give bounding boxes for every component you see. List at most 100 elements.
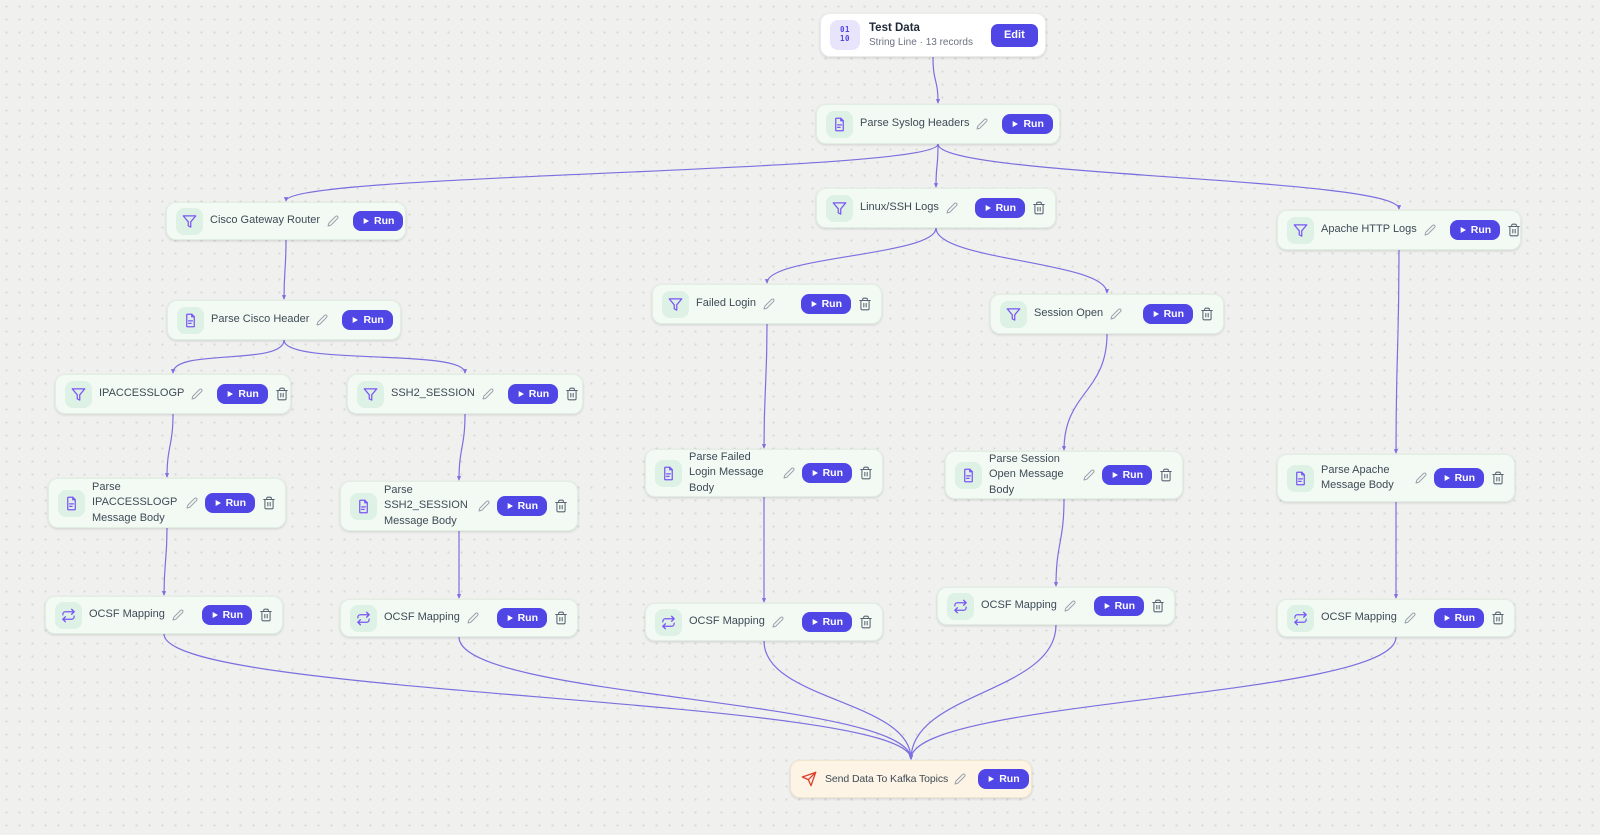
run-button[interactable]: Run xyxy=(201,604,252,626)
trash-icon[interactable] xyxy=(1159,468,1173,482)
node-parse-ssh2-session-message-body[interactable]: Parse SSH2_SESSION Message Body Run xyxy=(340,481,578,531)
trash-icon[interactable] xyxy=(1151,599,1165,613)
trash-icon[interactable] xyxy=(1491,611,1505,625)
trash-icon[interactable] xyxy=(859,615,873,629)
run-button[interactable]: Run xyxy=(496,495,547,517)
node-parse-syslog-headers[interactable]: Parse Syslog Headers Run xyxy=(816,104,1060,144)
edge-linux-ssh-logs-to-session-open xyxy=(935,227,1110,294)
filter-icon xyxy=(662,290,689,318)
run-button[interactable]: Run xyxy=(1449,219,1501,241)
edit-pencil-icon[interactable] xyxy=(482,388,494,400)
edit-pencil-icon[interactable] xyxy=(1404,612,1416,624)
run-button[interactable]: Run xyxy=(1002,113,1053,135)
play-icon xyxy=(1444,615,1450,621)
run-button[interactable]: Run xyxy=(1433,607,1484,629)
node-parse-failed-login-message-body[interactable]: Parse Failed Login Message Body Run xyxy=(645,449,883,497)
node-ocsf-mapping-2[interactable]: OCSF Mapping Run xyxy=(340,599,578,637)
node-ipaccesslogp[interactable]: IPACCESSLOGP Run xyxy=(55,374,291,414)
node-parse-apache-message-body[interactable]: Parse Apache Message Body Run xyxy=(1277,454,1515,502)
play-icon xyxy=(215,500,221,506)
node-ocsf-mapping-1[interactable]: OCSF Mapping Run xyxy=(45,596,283,634)
run-button-label: Run xyxy=(1023,117,1044,130)
run-button[interactable]: Run xyxy=(1093,595,1144,617)
node-ssh2-session[interactable]: SSH2_SESSION Run xyxy=(347,374,583,414)
edit-pencil-icon[interactable] xyxy=(1110,308,1122,320)
run-button-label: Run xyxy=(1114,599,1135,612)
trash-icon[interactable] xyxy=(1032,201,1046,215)
edit-pencil-icon[interactable] xyxy=(467,612,479,624)
run-button[interactable]: Run xyxy=(507,383,559,405)
edit-pencil-icon[interactable] xyxy=(1083,469,1095,481)
trash-icon[interactable] xyxy=(858,297,872,311)
node-cisco-gateway-router[interactable]: Cisco Gateway Router Run xyxy=(166,202,406,240)
run-button[interactable]: Run xyxy=(353,210,404,232)
trash-icon[interactable] xyxy=(859,466,873,480)
trash-icon[interactable] xyxy=(565,387,579,401)
play-icon xyxy=(1104,603,1110,609)
edit-pencil-icon[interactable] xyxy=(186,497,198,509)
run-button[interactable]: Run xyxy=(1101,464,1152,486)
trash-icon[interactable] xyxy=(1507,223,1520,237)
edit-pencil-icon[interactable] xyxy=(1424,224,1436,236)
trash-icon[interactable] xyxy=(259,608,273,622)
edit-pencil-icon[interactable] xyxy=(976,118,988,130)
play-icon xyxy=(812,470,818,476)
play-icon xyxy=(212,612,218,618)
node-apache-http-logs[interactable]: Apache HTTP Logs Run xyxy=(1277,210,1521,250)
edit-pencil-icon[interactable] xyxy=(316,314,328,326)
edit-pencil-icon[interactable] xyxy=(1415,472,1427,484)
edit-pencil-icon[interactable] xyxy=(783,467,795,479)
run-button[interactable]: Run xyxy=(801,462,852,484)
repeat-icon xyxy=(947,592,974,620)
node-ocsf-mapping-4[interactable]: OCSF Mapping Run xyxy=(937,587,1175,625)
run-button-label: Run xyxy=(999,772,1020,785)
run-button[interactable]: Run xyxy=(1433,467,1484,489)
edit-pencil-icon[interactable] xyxy=(172,609,184,621)
trash-icon[interactable] xyxy=(262,496,276,510)
node-label: OCSF Mapping xyxy=(384,611,460,624)
node-label: OCSF Mapping xyxy=(89,608,165,621)
edit-pencil-icon[interactable] xyxy=(1064,600,1076,612)
node-label: OCSF Mapping xyxy=(981,599,1057,612)
edit-pencil-icon[interactable] xyxy=(954,773,966,785)
run-button-label: Run xyxy=(517,499,538,512)
run-button-label: Run xyxy=(1163,307,1184,320)
run-button[interactable]: Run xyxy=(204,492,255,514)
node-session-open[interactable]: Session Open Run xyxy=(990,294,1224,334)
trash-icon[interactable] xyxy=(400,313,401,327)
trash-icon[interactable] xyxy=(1491,471,1505,485)
trash-icon[interactable] xyxy=(554,499,568,513)
run-button-label: Run xyxy=(238,387,259,400)
node-ocsf-mapping-5[interactable]: OCSF Mapping Run xyxy=(1277,599,1515,637)
trash-icon[interactable] xyxy=(275,387,289,401)
run-button[interactable]: Run xyxy=(1142,303,1193,325)
node-label: Parse Syslog Headers xyxy=(860,117,970,130)
node-failed-login[interactable]: Failed Login Run xyxy=(652,284,882,324)
node-parse-cisco-header[interactable]: Parse Cisco Header Run xyxy=(167,300,401,340)
node-title: Test Data xyxy=(869,22,920,34)
edit-pencil-icon[interactable] xyxy=(763,298,775,310)
run-button[interactable]: Run xyxy=(496,607,547,629)
edit-pencil-icon[interactable] xyxy=(772,616,784,628)
edit-pencil-icon[interactable] xyxy=(946,202,958,214)
run-button[interactable]: Run xyxy=(974,197,1025,219)
node-ocsf-mapping-3[interactable]: OCSF Mapping Run xyxy=(645,603,883,641)
trash-icon[interactable] xyxy=(1200,307,1214,321)
run-button[interactable]: Run xyxy=(801,611,852,633)
edit-button[interactable]: Edit xyxy=(990,23,1038,47)
run-button[interactable]: Run xyxy=(217,383,268,405)
run-button[interactable]: Run xyxy=(978,768,1029,790)
edit-pencil-icon[interactable] xyxy=(191,388,203,400)
node-parse-ipaccesslogp-message-body[interactable]: Parse IPACCESSLOGP Message Body Run xyxy=(48,478,286,528)
run-button[interactable]: Run xyxy=(800,293,851,315)
node-send-data-to-kafka-topics[interactable]: Send Data To Kafka Topics Run xyxy=(790,760,1032,798)
trash-icon[interactable] xyxy=(554,611,568,625)
edit-pencil-icon[interactable] xyxy=(327,215,339,227)
edit-pencil-icon[interactable] xyxy=(478,500,490,512)
node-linux-ssh-logs[interactable]: Linux/SSH Logs Run xyxy=(816,188,1056,228)
run-button[interactable]: Run xyxy=(342,309,393,331)
node-parse-session-open-message-body[interactable]: Parse Session Open Message Body Run xyxy=(945,451,1183,499)
node-label: Parse Session Open Message Body xyxy=(989,452,1064,496)
